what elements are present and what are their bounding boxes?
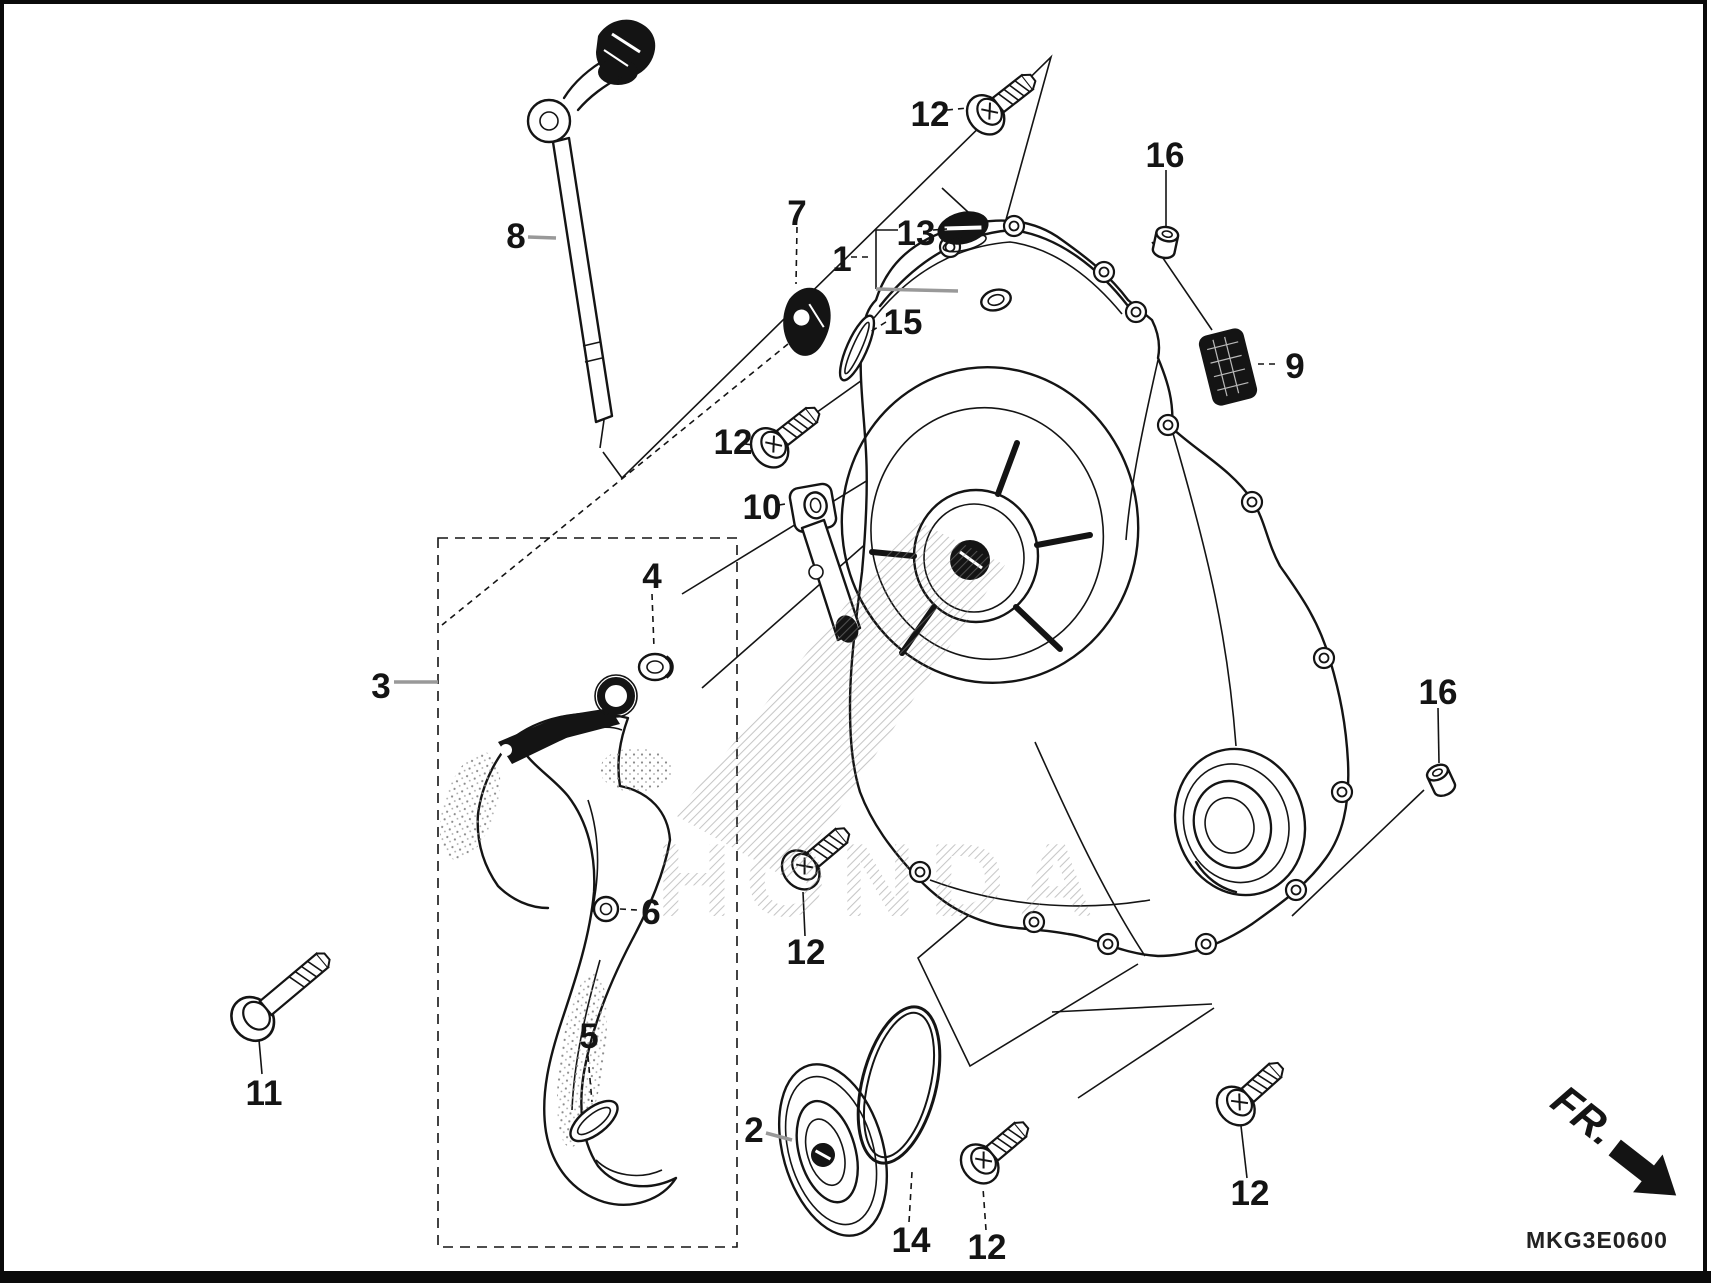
callout-8: 8 xyxy=(506,217,525,256)
callout-14: 14 xyxy=(892,1221,931,1260)
fr-arrow-icon xyxy=(1608,1139,1677,1196)
gasket-strip-15 xyxy=(838,314,876,382)
right-crankcase-cover xyxy=(840,214,1354,958)
callout-16-top: 16 xyxy=(1146,136,1185,175)
label-leaders xyxy=(258,107,1440,1231)
callout-9: 9 xyxy=(1285,347,1304,386)
callout-12-center: 12 xyxy=(787,933,826,972)
fr-label: FR. xyxy=(1543,1076,1625,1155)
callout-7: 7 xyxy=(787,194,806,233)
callout-6: 6 xyxy=(641,893,660,932)
collar-4 xyxy=(637,652,674,682)
callout-13: 13 xyxy=(897,214,936,253)
ring-6 xyxy=(592,895,620,923)
rubber-pad-5 xyxy=(569,1099,619,1143)
callout-4: 4 xyxy=(642,557,662,596)
oil-dipstick xyxy=(526,19,656,449)
flange-bolt-12-mid-left xyxy=(742,393,832,477)
callout-12-mid-left: 12 xyxy=(714,423,753,462)
callout-labels: 8 12 13 1 16 7 15 9 12 10 3 4 16 6 11 5 … xyxy=(246,95,1458,1267)
callout-12-bottom-right: 12 xyxy=(1231,1174,1270,1213)
detail-box-part3 xyxy=(437,537,738,1248)
callout-12-bottom: 12 xyxy=(968,1228,1007,1267)
callout-3: 3 xyxy=(371,667,390,706)
callout-16-right: 16 xyxy=(1419,673,1458,712)
dowel-pin-16-right xyxy=(1423,760,1459,801)
callout-5: 5 xyxy=(579,1017,598,1056)
callout-1: 1 xyxy=(832,240,851,279)
drawing-code: MKG3E0600 xyxy=(1526,1227,1668,1253)
honda-watermark: HONDA xyxy=(656,520,1107,939)
cover-guard-3 xyxy=(439,674,678,1206)
callout-12-top: 12 xyxy=(911,95,950,134)
rubber-grommet-7 xyxy=(783,287,831,356)
callout-11: 11 xyxy=(246,1074,283,1113)
round-cover-2 xyxy=(777,1063,889,1237)
callout-15: 15 xyxy=(884,303,923,342)
callout-2: 2 xyxy=(744,1111,763,1150)
o-ring-14 xyxy=(856,1005,942,1165)
fr-direction-indicator: FR. xyxy=(1543,1076,1677,1196)
oil-filler-cap-13 xyxy=(937,211,989,253)
flange-bolt-12-bottom xyxy=(951,1108,1041,1193)
dowel-pin-16-top xyxy=(1150,223,1181,262)
long-bolt-11 xyxy=(221,937,344,1051)
callout-10: 10 xyxy=(743,488,782,527)
flange-bolt-12-top xyxy=(958,60,1048,144)
rubber-seal-9 xyxy=(1198,328,1258,406)
flange-bolt-12-bottom-right xyxy=(1207,1049,1296,1135)
watermark-text: HONDA xyxy=(656,823,1107,939)
